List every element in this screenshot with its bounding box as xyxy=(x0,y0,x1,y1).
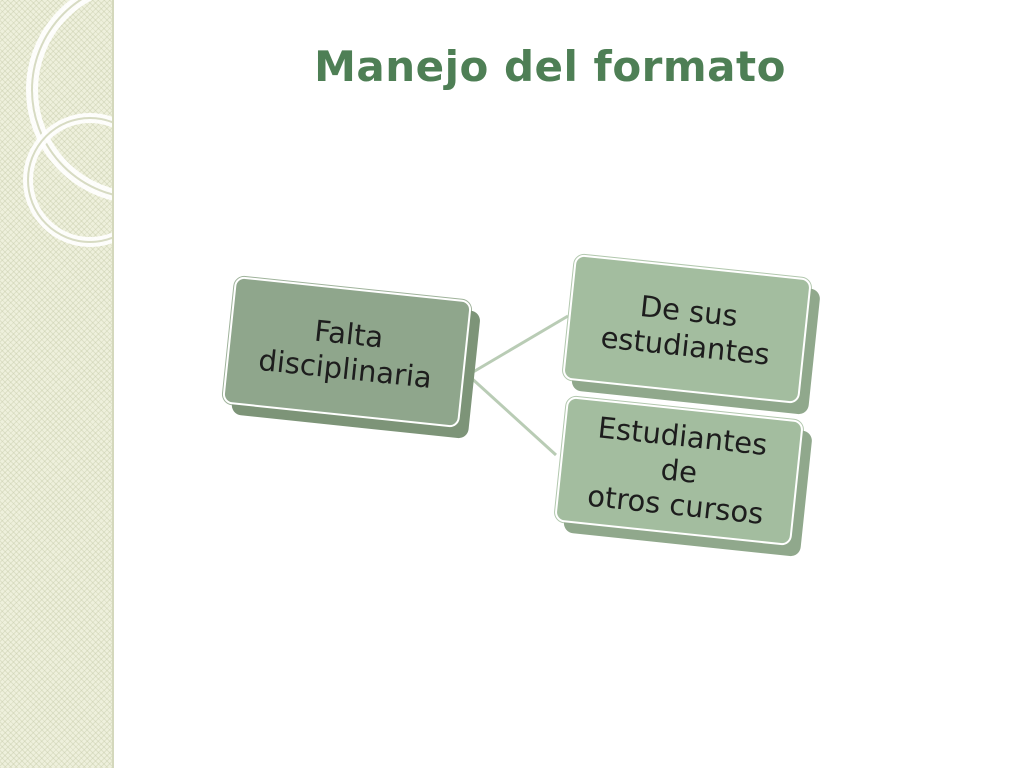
connector-root-to-child-2 xyxy=(466,373,558,457)
slide-title: Manejo del formato xyxy=(314,42,786,91)
sidebar-circles-decoration xyxy=(23,0,112,247)
child-node-1: De sus estudiantes xyxy=(562,253,812,405)
root-node: Falta disciplinaria xyxy=(221,275,473,429)
child-node-2: Estudiantes de otros cursos xyxy=(554,395,804,547)
connector-root-to-child-1 xyxy=(467,314,569,377)
decorative-sidebar xyxy=(0,0,114,768)
